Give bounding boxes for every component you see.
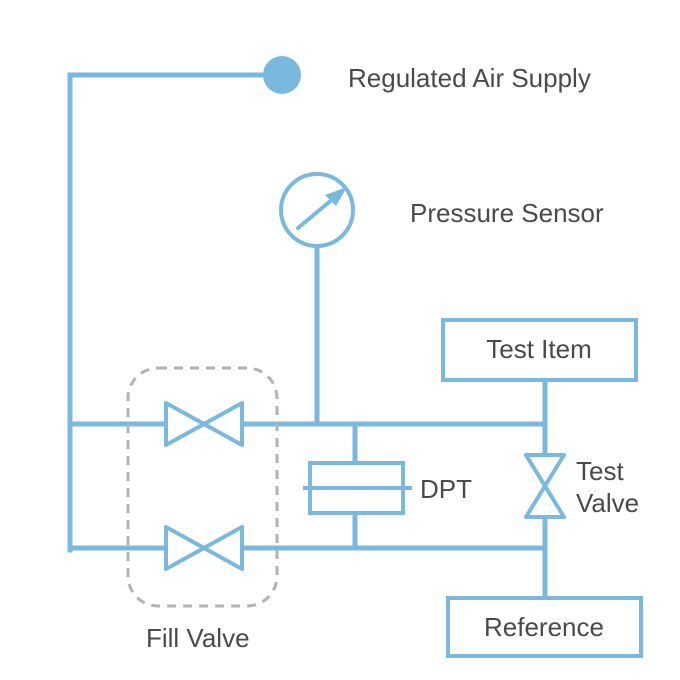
fill-valve-label: Fill Valve (146, 623, 250, 653)
dpt-label: DPT (420, 474, 472, 504)
test-item-label: Test Item (486, 334, 591, 364)
lower-fill-valve-icon (164, 525, 244, 571)
air-supply-label: Regulated Air Supply (348, 63, 591, 93)
test-valve-label-line1: Test (576, 456, 624, 486)
fill-valve-group-outline (126, 366, 279, 608)
dpt-icon (303, 461, 412, 515)
upper-fill-valve-icon (164, 401, 244, 447)
test-valve-icon (524, 453, 566, 519)
reference-label: Reference (484, 612, 604, 642)
supply-pipe (67, 72, 285, 553)
pressure-gauge-icon (279, 172, 355, 248)
test-valve-label-line2: Valve (576, 488, 639, 518)
reference-box: Reference (446, 596, 643, 658)
test-item-box: Test Item (441, 318, 638, 382)
pressure-sensor-label: Pressure Sensor (410, 198, 604, 228)
air-supply-dot-icon (263, 56, 301, 94)
